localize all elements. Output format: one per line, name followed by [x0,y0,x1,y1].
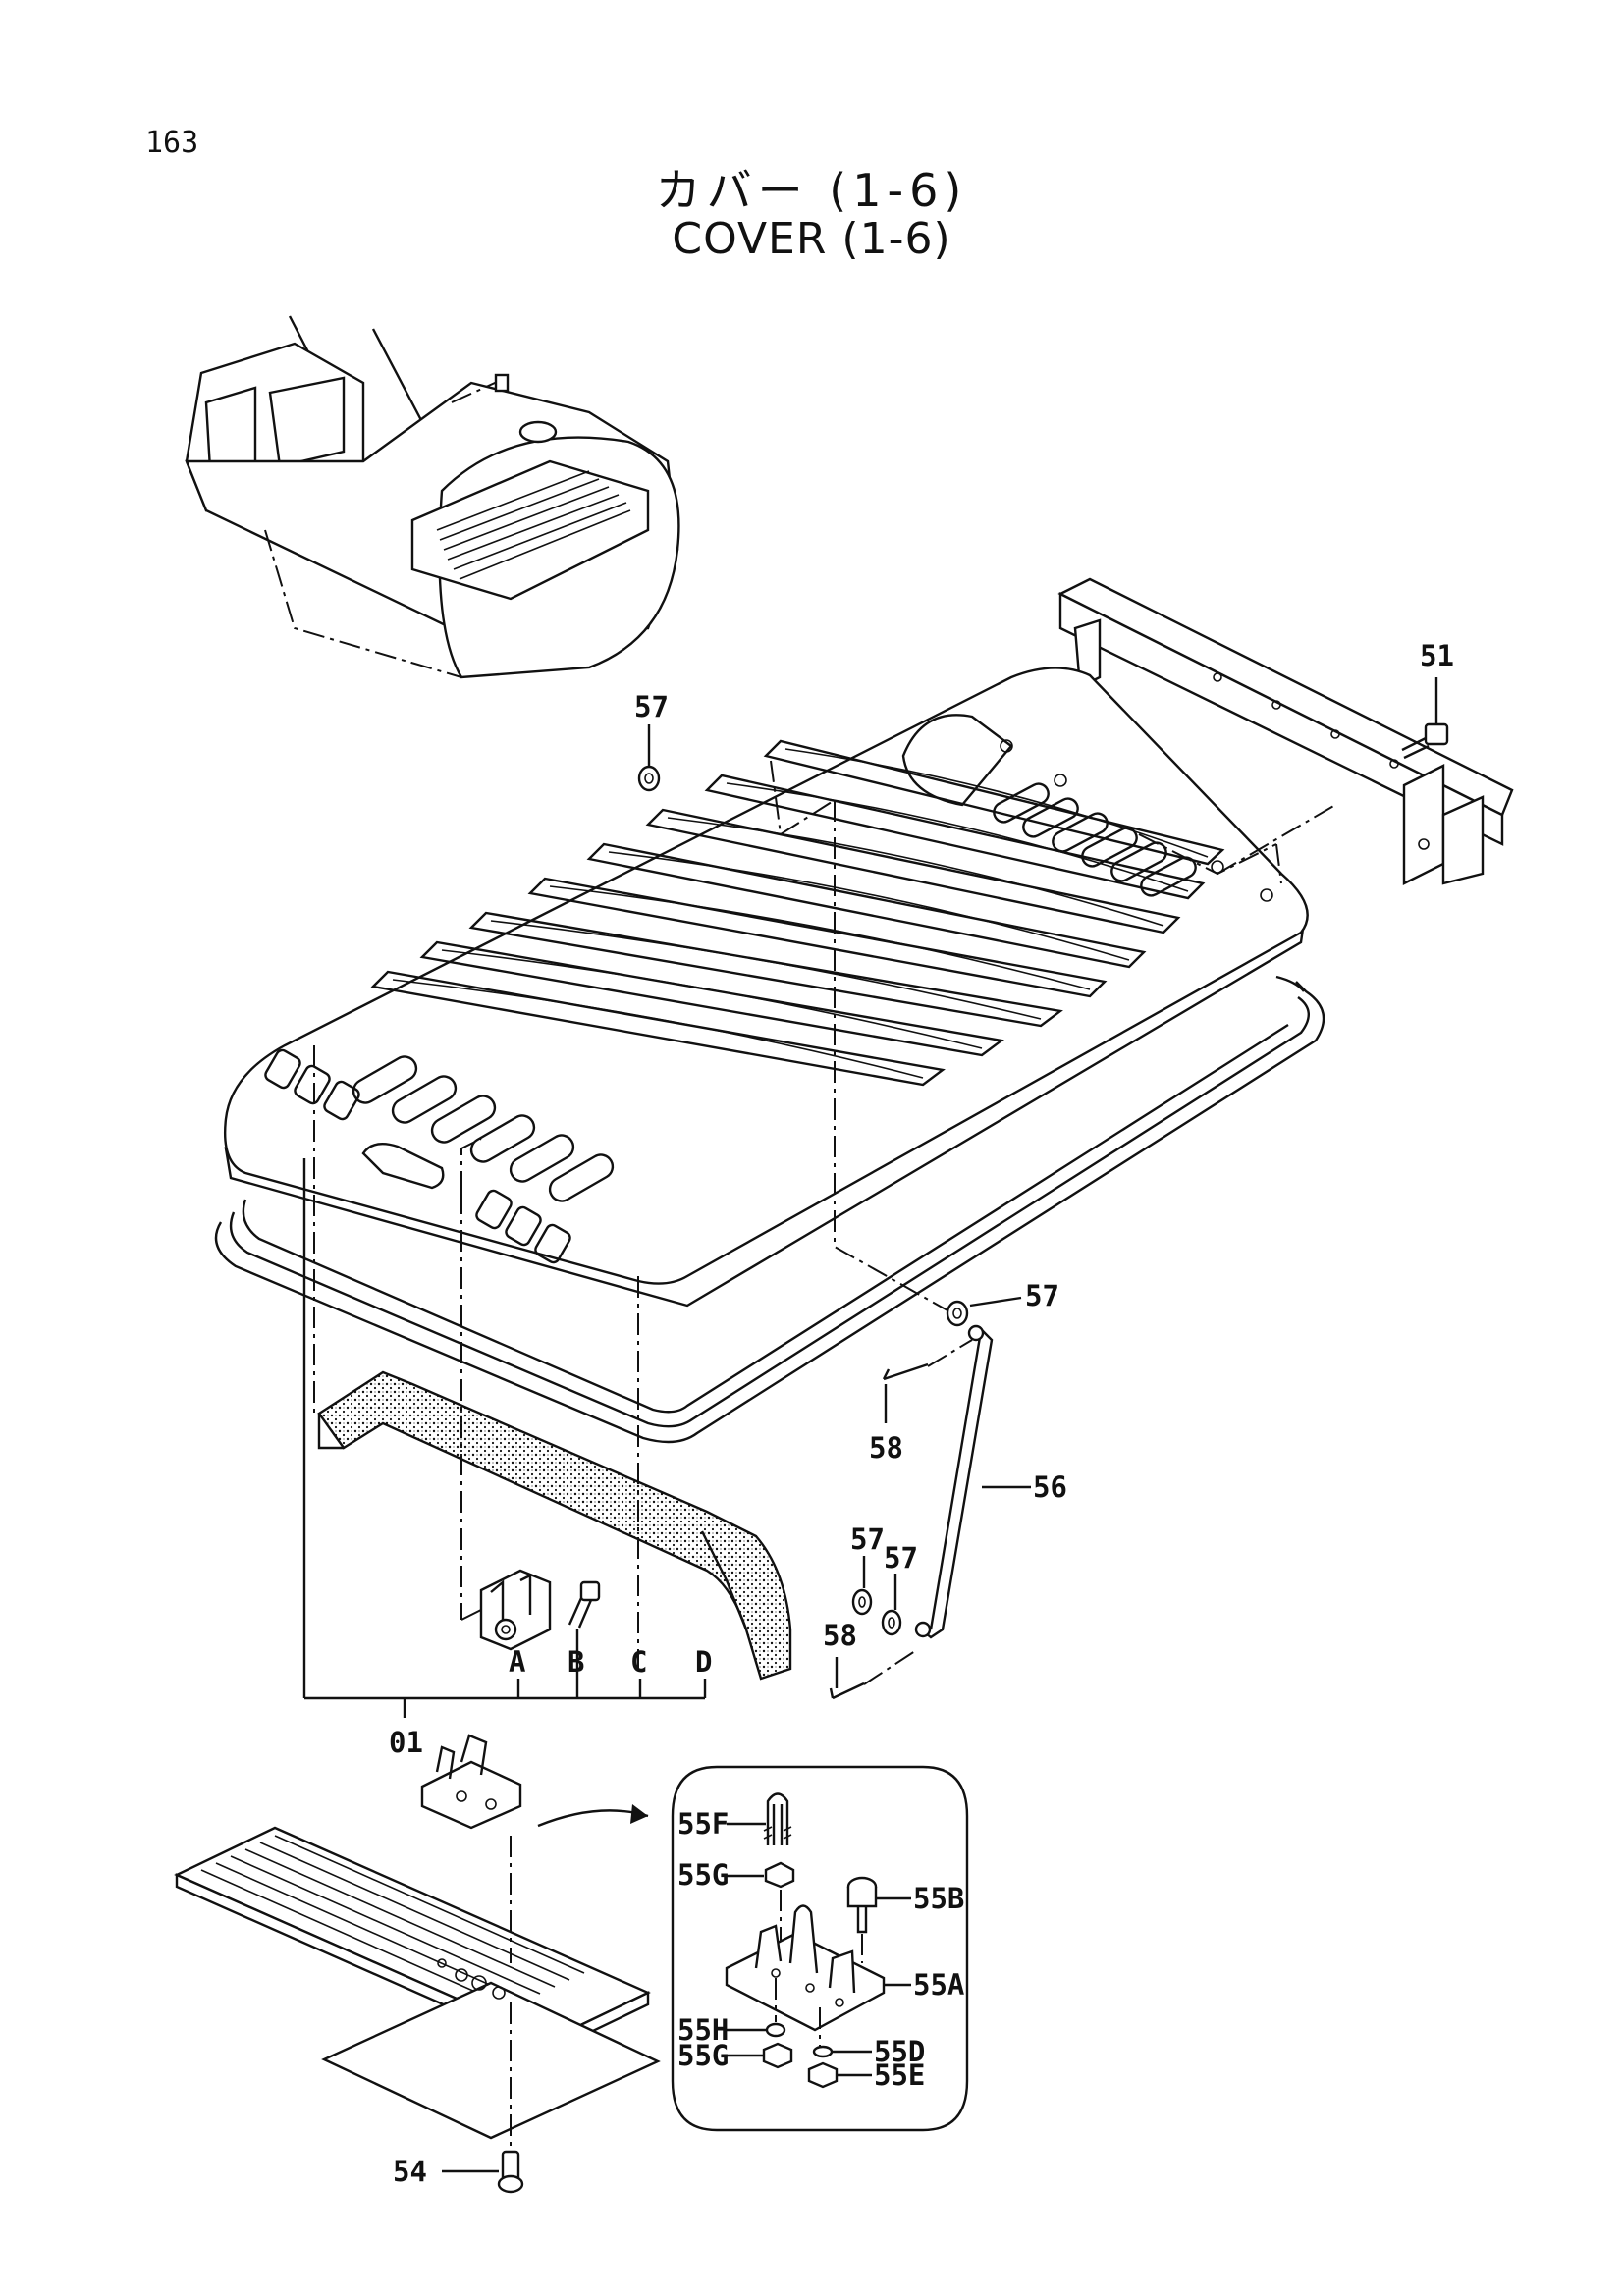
callout-55E: 55E [874,2058,925,2092]
callout-55B: 55B [913,1882,964,1915]
washer-57-lower-1 [851,1556,873,1616]
callout-C: C [630,1645,647,1679]
pin-58-lower [829,1648,919,1700]
callout-55D: 55D [874,2035,925,2068]
callout-57-right: 57 [1025,1279,1059,1312]
callout-57-top: 57 [634,690,669,723]
callout-A: A [509,1645,525,1679]
callout-51: 51 [1420,639,1454,672]
clamp-part-a [479,1569,552,1651]
excavator-overview-illustration [185,315,680,679]
callout-57-lower-2: 57 [884,1541,918,1575]
grille-plate [174,1826,661,2150]
callout-01: 01 [389,1726,423,1759]
bolt-part-b [568,1580,601,1629]
callout-B: B [568,1645,584,1679]
latch-detail-inset [671,1765,969,2132]
washer-57-lower-2 [881,1574,902,1636]
callout-55G-top: 55G [677,1858,729,1892]
pin-58-top [882,1339,973,1423]
bolt-54 [442,2150,524,2194]
washer-57-top [637,724,661,792]
page-title-japanese: カバー (1-6) [655,164,968,217]
assembly-guide-lines [313,760,1336,1669]
callout-55H: 55H [677,2013,729,2047]
callout-55G-bottom: 55G [677,2039,729,2072]
callout-55A: 55A [913,1968,964,2002]
callout-58-lower: 58 [823,1619,857,1652]
stay-rod-56 [914,1324,1031,1639]
callout-54: 54 [393,2155,427,2188]
callout-57-lower-1: 57 [850,1522,885,1556]
callout-D: D [695,1645,712,1679]
cover-panel [224,667,1309,1308]
seal-strip [317,1370,792,1681]
bracket-assembly [1057,577,1514,885]
inset-pointer-arrowhead [630,1804,648,1824]
bolt-51 [1401,677,1449,760]
callout-bracket-01 [302,1158,707,1718]
washer-57-right [946,1296,1022,1327]
callout-56: 56 [1033,1470,1067,1504]
callout-55F: 55F [677,1807,729,1841]
callout-58-top: 58 [869,1431,903,1465]
page-number: 163 [145,126,199,160]
latch-on-grille [420,1734,522,1830]
page-title-english: COVER (1-6) [672,214,951,264]
seal-gasket [214,975,1325,1444]
